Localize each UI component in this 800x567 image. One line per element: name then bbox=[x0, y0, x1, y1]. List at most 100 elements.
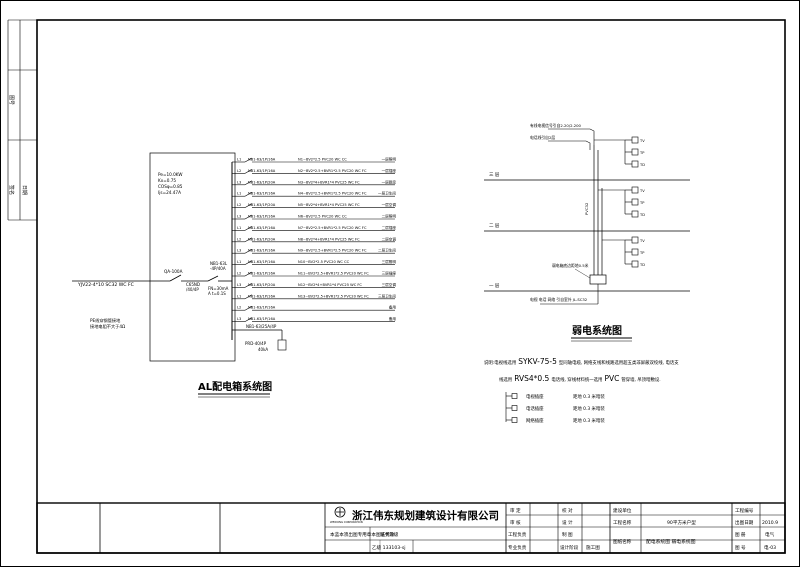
circuit-phase: L2 bbox=[237, 203, 241, 207]
left-strip: 图号 签名 日期 bbox=[7, 19, 37, 221]
circuit-load: 一层空调 bbox=[382, 202, 397, 207]
floor-label-2: 二 层 bbox=[489, 223, 500, 229]
right-label-3: 图 册 bbox=[735, 532, 746, 538]
main-switch-spec-2: /40/4P bbox=[186, 287, 199, 292]
right-label-2: 出图日期 bbox=[735, 519, 754, 526]
project-label-2: 工程名称 bbox=[613, 519, 632, 526]
outlet-icon bbox=[631, 248, 639, 256]
circuit-breaker: NB1-63/1P/20A bbox=[248, 283, 276, 287]
outlet-label: TV bbox=[639, 239, 645, 243]
weak-current-diagram: 三 层 二 层 一 层 有线电视信号引自2.20/2.200 电话线引自2层 P… bbox=[484, 123, 690, 342]
role2-3: 制 图 bbox=[562, 531, 573, 538]
inner-border bbox=[36, 19, 786, 554]
earthing-note-1: PE线穿钢管接地 bbox=[90, 317, 121, 324]
outlet-icon bbox=[631, 260, 639, 268]
circuit-cable: N8~BV2*4+BVR1*4 PVC25 WC FC bbox=[298, 237, 360, 241]
drawing-name: 配电系统图 弱电系统图 bbox=[646, 538, 696, 545]
outlet-label: TD bbox=[639, 213, 645, 217]
outlet-icon bbox=[631, 136, 639, 144]
circuit-phase: L3 bbox=[237, 317, 241, 321]
outlet-label: TD bbox=[639, 263, 645, 267]
circuit-breaker: NB1-63/1P/16A bbox=[248, 294, 276, 298]
weak-system-title: 弱电系统图 bbox=[572, 324, 622, 337]
circuit-breaker: NB1-63/1P/16A bbox=[248, 260, 276, 264]
role-3: 工程负责 bbox=[508, 531, 527, 538]
main-switch-label: QA-100A bbox=[164, 269, 183, 274]
legend-icon bbox=[511, 405, 518, 411]
legend-name: 电视插座 bbox=[526, 393, 544, 400]
circuit-phase: L3 bbox=[237, 283, 241, 287]
circuit-breaker: NB1-63/1P/16A bbox=[248, 317, 276, 321]
circuit-breaker: NB1-63/1P/20A bbox=[248, 203, 276, 207]
box-param-2: Kx=0.75 bbox=[158, 178, 176, 183]
circuit-breaker: NB1-63/1P/16A bbox=[248, 158, 276, 162]
circuit-load: 一层照明 bbox=[382, 157, 397, 162]
legend-desc: 距地 0.3 米暗装 bbox=[573, 417, 605, 424]
circuit-cable: N4~BV2*2.5+BVR1*2.5 PVC20 WC FC bbox=[298, 192, 367, 196]
source-label-2: 电话线引自2层 bbox=[530, 135, 555, 140]
outlet-icon bbox=[631, 236, 639, 244]
circuit-breaker: NB1-63/1P/16A bbox=[248, 169, 276, 173]
legend-name: 电话插座 bbox=[526, 405, 544, 412]
logo-caption: WEIDONG CORPORATION bbox=[330, 520, 363, 524]
rcd-note-2: A t=0.1S bbox=[208, 291, 226, 296]
role2-4: 设计阶段 bbox=[560, 544, 579, 551]
circuit-load: 备用 bbox=[389, 305, 397, 310]
license-text: 本蓝本须出图专用章本图纸无效 bbox=[330, 531, 395, 538]
weak-box-label: 弱电箱底边距地0.5米 bbox=[552, 263, 589, 268]
main-switch-spec-1: C65ND bbox=[186, 282, 200, 287]
circuit-breaker: NB1-63/1P/16A bbox=[248, 215, 276, 219]
outlet-label: TV bbox=[639, 139, 645, 143]
circuit-phase: L1 bbox=[237, 158, 241, 162]
circuit-cable: N2~BV2*2.5+BVR1*2.5 PVC20 WC FC bbox=[298, 169, 367, 173]
circuit-breaker: NB1-63/1P/16A bbox=[248, 226, 276, 230]
circuit-breaker: NB1-63/1P/16A bbox=[248, 306, 276, 310]
circuit-cable: N10~BV2*2.5 PVC20 WC CC bbox=[298, 260, 350, 264]
circuit-load: 三层插座 bbox=[382, 271, 397, 276]
company-name: 浙江伟东规划建筑设计有限公司 bbox=[352, 509, 499, 522]
circuit-cable: N13~BV2*2.5+BVR1*2.5 PVC20 WC FC bbox=[298, 294, 369, 298]
circuit-phase: L3 bbox=[237, 249, 241, 253]
circuit-phase: L1 bbox=[237, 226, 241, 230]
outlet-label: TV bbox=[639, 189, 645, 193]
circuit-cable: N5~BV2*4+BVR1*4 PVC25 WC FC bbox=[298, 203, 360, 207]
spd-label-2: 40kA bbox=[258, 347, 268, 352]
company-logo-icon bbox=[334, 506, 346, 518]
outlet-icon bbox=[631, 186, 639, 194]
circuit-load: 三层空调 bbox=[382, 282, 397, 287]
legend-icon bbox=[511, 393, 518, 399]
circuit-load: 二层卫生间 bbox=[378, 248, 396, 253]
right-label-4: 图 号 bbox=[735, 545, 746, 551]
circuit-load: 三层卫生间 bbox=[378, 293, 396, 298]
circuit-breaker: NB1-63/1P/20A bbox=[248, 180, 276, 184]
circuit-load: 二层空调 bbox=[382, 236, 397, 241]
spd-breaker-label: NB1-63/25A/4P bbox=[246, 324, 277, 329]
role2-2: 设 计 bbox=[562, 519, 573, 526]
legend-icon bbox=[511, 417, 518, 423]
service-entry-label: 电视 电话 网络 引自室外 JL-SC32 bbox=[530, 297, 588, 302]
circuit-phase: L3 bbox=[237, 180, 241, 184]
circuit-breaker: NB1-63/1P/20A bbox=[248, 237, 276, 241]
outlet-icon bbox=[631, 198, 639, 206]
circuit-load: 三层照明 bbox=[382, 259, 397, 264]
role-2: 审 核 bbox=[510, 519, 521, 526]
legend-desc: 距地 0.3 米暗装 bbox=[573, 393, 605, 400]
legend-name: 网络插座 bbox=[526, 417, 544, 424]
rcd-spec-2: -4P/40A bbox=[210, 266, 226, 271]
circuit-cable: N12~BV2*4+BVR1*4 PVC25 WC FC bbox=[298, 283, 362, 287]
stage-value: 施工图 bbox=[586, 544, 600, 551]
circuit-row: L3 NB1-63/1P/20A N12~BV2*4+BVR1*4 PVC25 WC… bbox=[232, 282, 396, 288]
